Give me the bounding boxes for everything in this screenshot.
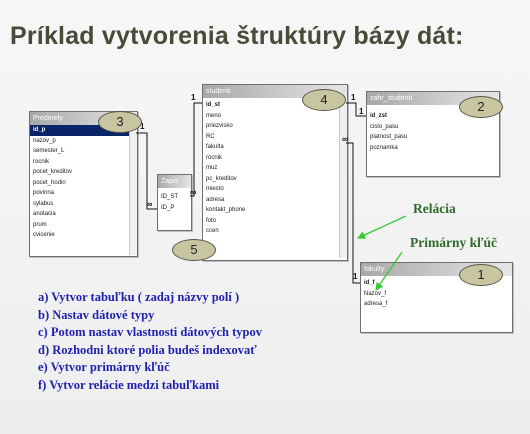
- step-item: f) Vytvor relácie medzi tabuľkami: [38, 377, 220, 392]
- relation-line-studenti-zapis: [190, 102, 202, 197]
- field[interactable]: ccen: [206, 228, 219, 234]
- table-predmety[interactable]: Predmety id_p nazov_p semester_L rocnik …: [29, 111, 138, 257]
- steps-list: a) Vytvor tabuľku ( zadaj názvy polí ) b…: [38, 289, 262, 395]
- badge-4: 4: [302, 89, 346, 111]
- field[interactable]: kontakt_phone: [206, 207, 246, 213]
- field[interactable]: adresa_f: [364, 301, 388, 307]
- relation-line-studenti-zahr: [346, 102, 366, 117]
- field[interactable]: pocet_kreditov: [33, 169, 73, 175]
- relation-mark-one: 1: [191, 93, 196, 102]
- field-id-p[interactable]: ID_P: [161, 204, 175, 211]
- field[interactable]: meno: [206, 112, 222, 119]
- step-item: d) Rozhodni ktoré polia budeš indexovať: [38, 342, 257, 357]
- field[interactable]: adresa: [206, 196, 225, 203]
- badge-1: 1: [459, 264, 503, 286]
- table-zapis[interactable]: Zapis ID_ST ID_P: [157, 174, 192, 231]
- relation-mark-one: 1: [359, 107, 364, 116]
- badge-2: 2: [459, 96, 503, 118]
- field-id-st[interactable]: id_st: [206, 102, 221, 108]
- step-item: a) Vytvor tabuľku ( zadaj názvy polí ): [38, 290, 240, 304]
- field[interactable]: anotacia: [33, 211, 56, 217]
- field-id-p[interactable]: id_p: [30, 125, 137, 136]
- page-title: Príklad vytvorenia štruktúry bázy dát:: [10, 22, 464, 50]
- step-item: e) Vytvor primárny kľúč: [38, 360, 170, 375]
- field[interactable]: semester_L: [33, 148, 65, 154]
- field[interactable]: foto: [206, 217, 217, 224]
- badge-3: 3: [98, 111, 142, 133]
- field-id-zst[interactable]: id_zst: [370, 113, 388, 119]
- badge-5: 5: [172, 239, 216, 261]
- label-primarny-kluc: Primárny kľúč: [410, 235, 497, 250]
- arrow-relacia: [357, 215, 407, 239]
- table-header-zapis: Zapis: [158, 175, 191, 188]
- field[interactable]: povinna: [33, 190, 55, 196]
- step-item: c) Potom nastav vlastnosti dátových typo…: [38, 325, 262, 340]
- field-id-f[interactable]: id_f: [364, 280, 375, 286]
- field[interactable]: pc_kreditov: [206, 175, 237, 182]
- label-relacia: Relácia: [413, 201, 456, 216]
- table-studenti[interactable]: studenti id_st meno priezvisko RC fakult…: [202, 84, 348, 261]
- field[interactable]: sylabus: [33, 200, 54, 207]
- field[interactable]: rocnik: [206, 154, 223, 161]
- field[interactable]: miesto: [206, 186, 224, 192]
- scrollbar[interactable]: [339, 98, 347, 258]
- relation-mark-many: ∞: [190, 187, 197, 197]
- relation-mark-many: ∞: [342, 134, 349, 144]
- field[interactable]: fakulta: [206, 144, 224, 150]
- field[interactable]: nazov_p: [33, 137, 56, 144]
- field[interactable]: Nazov_f: [364, 290, 387, 297]
- field[interactable]: platnost_pasu: [370, 134, 408, 140]
- field[interactable]: prum: [33, 221, 47, 228]
- step-item: b) Nastav dátové typy: [38, 307, 155, 322]
- field[interactable]: cislo_pasu: [370, 123, 399, 130]
- field-id-st[interactable]: ID_ST: [161, 194, 179, 200]
- relation-mark-one: 1: [353, 272, 358, 281]
- relation-line-predmety-zapis: [136, 132, 157, 210]
- field[interactable]: priezvisko: [206, 123, 233, 129]
- field[interactable]: RC: [206, 133, 215, 140]
- relation-mark-one: 1: [351, 93, 356, 102]
- field[interactable]: poznamka: [370, 144, 398, 151]
- relation-line-studenti-fakulty: [346, 142, 360, 284]
- field[interactable]: cvicenie: [33, 232, 55, 238]
- relation-mark-many: ∞: [146, 199, 153, 209]
- arrow-primarny-kluc: [375, 251, 403, 291]
- scrollbar[interactable]: [129, 125, 137, 255]
- field[interactable]: pocet_hodin: [33, 179, 66, 186]
- field[interactable]: muz: [206, 165, 218, 171]
- relation-mark-one: 1: [140, 122, 145, 131]
- field[interactable]: rocnik: [33, 158, 50, 165]
